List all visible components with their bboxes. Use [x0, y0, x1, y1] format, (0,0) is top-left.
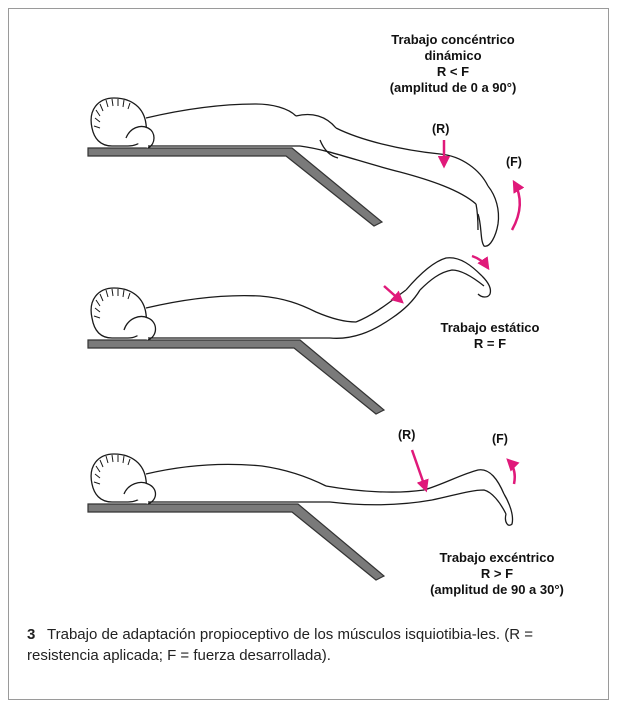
table-3: [88, 504, 384, 580]
label-eccentric-line-3: (amplitud de 90 a 30°): [404, 582, 590, 598]
label-concentric-line-3: R < F: [360, 64, 546, 80]
label-static-line-1: Trabajo estático: [420, 320, 560, 336]
force-arrow-3: [508, 460, 515, 484]
table-2: [88, 340, 384, 414]
figure-number: 3: [27, 624, 47, 645]
resistance-arrow-3: [412, 450, 426, 490]
label-static: Trabajo estático R = F: [420, 320, 560, 352]
force-tag-3: (F): [492, 432, 508, 446]
table-1: [88, 148, 382, 226]
patient-figure-1: [91, 98, 498, 246]
label-concentric-line-1: Trabajo concéntrico: [360, 32, 546, 48]
label-eccentric-line-1: Trabajo excéntrico: [404, 550, 590, 566]
label-static-line-2: R = F: [420, 336, 560, 352]
force-tag-1: (F): [506, 155, 522, 169]
force-arrow-2: [472, 256, 488, 268]
force-arrow-1: [512, 182, 520, 230]
panel-concentric: [88, 98, 520, 246]
resistance-tag-3: (R): [398, 428, 415, 442]
label-concentric-line-4: (amplitud de 0 a 90°): [360, 80, 546, 96]
caption-text: Trabajo de adaptación propioceptivo de l…: [27, 626, 533, 664]
resistance-tag-1: (R): [432, 122, 449, 136]
label-eccentric-line-2: R > F: [404, 566, 590, 582]
label-concentric-line-2: dinámico: [360, 48, 546, 64]
label-concentric: Trabajo concéntrico dinámico R < F (ampl…: [360, 32, 546, 96]
label-eccentric: Trabajo excéntrico R > F (amplitud de 90…: [404, 550, 590, 598]
